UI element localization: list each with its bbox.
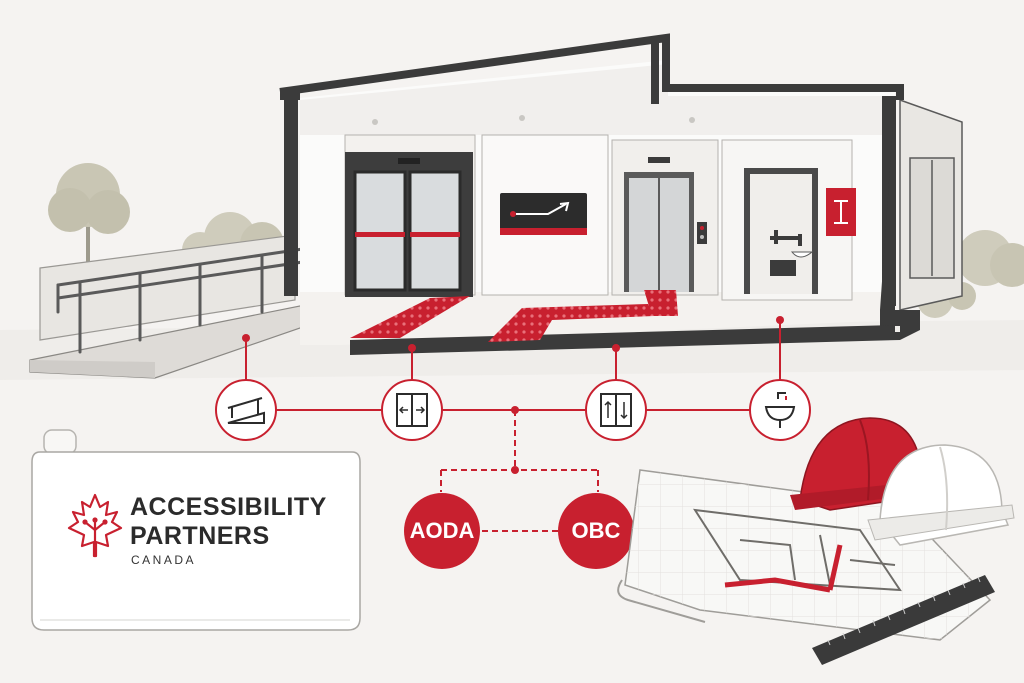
brand-name-line1: ACCESSIBILITY bbox=[130, 493, 327, 521]
automatic-sliding-doors bbox=[345, 152, 473, 297]
aoda-badge bbox=[404, 493, 480, 569]
access-ramp bbox=[29, 234, 359, 379]
brand-subtitle: CANADA bbox=[131, 553, 197, 567]
tree-left bbox=[48, 163, 130, 270]
logo-nodes bbox=[82, 517, 108, 525]
ramp-icon bbox=[215, 379, 277, 441]
elevator bbox=[624, 157, 707, 292]
automatic-door-icon bbox=[381, 379, 443, 441]
feature-connectors bbox=[245, 320, 781, 532]
washroom bbox=[744, 168, 856, 294]
accessible-washroom-sink-icon bbox=[749, 379, 811, 441]
connector-dots bbox=[242, 316, 784, 474]
wayfinding-sign bbox=[500, 193, 587, 235]
obc-badge-label: OBC bbox=[571, 518, 621, 543]
brand-card bbox=[31, 429, 361, 631]
aoda-badge-label: AODA bbox=[409, 518, 475, 543]
brand-name-line2: PARTNERS bbox=[130, 522, 270, 550]
tactile-walking-path bbox=[350, 290, 678, 342]
elevator-icon bbox=[585, 379, 647, 441]
ruler-icon bbox=[812, 575, 995, 665]
white-hard-hat-icon bbox=[867, 444, 1015, 546]
obc-badge bbox=[558, 493, 634, 569]
